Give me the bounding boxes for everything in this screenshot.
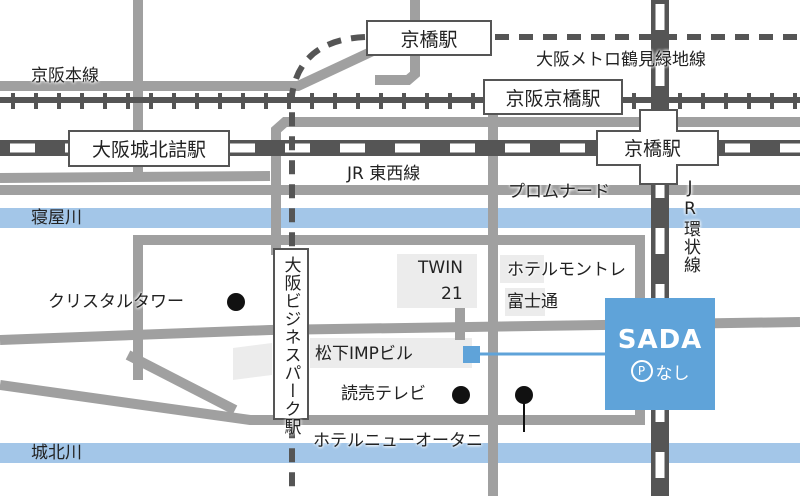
twin21-label-2: 21 [441, 284, 463, 304]
rail-tick [770, 93, 774, 109]
jr-tozai-line-label: JR 東西線 [347, 164, 421, 184]
yomiuri-tv-label: 読売テレビ [341, 384, 426, 404]
twin21-label-1: TWIN [418, 258, 463, 278]
hotel-monterey-building [500, 255, 544, 283]
rail-tick [218, 93, 222, 109]
rail-tick [264, 93, 268, 109]
hotel-new-otani-marker [515, 386, 533, 404]
subway-line-label: 大阪メトロ鶴見緑地線 [536, 50, 706, 70]
subway-line [289, 34, 800, 496]
destination-name: SADA [617, 324, 703, 355]
keihan-line [0, 93, 800, 109]
rail-tick [632, 93, 636, 109]
jr-loop-line-label: JR環状線 [680, 178, 700, 274]
rail-tick [34, 93, 38, 109]
matsushita-imp-building [310, 338, 472, 368]
building-block [233, 343, 272, 380]
station-osakajo-kitazume[interactable]: 大阪城北詰駅 [68, 130, 230, 167]
promenade-label: プロムナード [508, 182, 610, 202]
shirokita-river-label: 城北川 [31, 443, 82, 463]
rail-tick [126, 93, 130, 109]
keihan-line-label: 京阪本線 [31, 66, 99, 86]
destination-sada[interactable]: SADA P なし [605, 298, 715, 410]
rail-tick [80, 93, 84, 109]
station-kyobashi-jr[interactable]: 京橋駅 [624, 138, 682, 160]
rail-tick [425, 93, 429, 109]
yomiuri-tv-marker [452, 386, 470, 404]
buildings [233, 254, 545, 380]
rail-tick [471, 93, 475, 109]
shirokita-river [0, 443, 800, 463]
rail-tick [724, 93, 728, 109]
matsushita-imp-label: 松下IMPビル [315, 344, 413, 364]
neya-river-label: 寝屋川 [31, 208, 82, 228]
rail-tick [379, 93, 383, 109]
neya-river [0, 208, 800, 228]
rail-tick [241, 93, 245, 109]
rail-tick [701, 93, 705, 109]
hotel-monterey-label: ホテルモントレ [507, 260, 626, 280]
parking-info: P なし [630, 359, 690, 384]
twin21-building [397, 254, 477, 308]
rail-tick [747, 93, 751, 109]
rail-tick [195, 93, 199, 109]
rail-tick [149, 93, 153, 109]
kyobashi-station-shape [596, 109, 719, 185]
rail-tick [402, 93, 406, 109]
crystal-tower-label: クリスタルタワー [48, 292, 184, 312]
jr-loop-line [651, 0, 669, 496]
rail-tick [793, 93, 797, 109]
fujitsu-building [505, 288, 545, 316]
station-obp-label: 大阪ビジネスパーク駅 [280, 256, 301, 436]
rail-track [0, 97, 800, 103]
rail-tick [57, 93, 61, 109]
rail-tick [678, 93, 682, 109]
station-keihan-kyobashi[interactable]: 京阪京橋駅 [483, 79, 623, 115]
matsushita-marker [463, 346, 480, 363]
rail-tick [103, 93, 107, 109]
parking-text: なし [655, 363, 690, 384]
rail-tick [448, 93, 452, 109]
rail-tick [172, 93, 176, 109]
hotel-new-otani-label: ホテルニューオータニ [313, 431, 483, 451]
crystal-tower-marker [227, 293, 245, 311]
station-kyobashi-subway[interactable]: 京橋駅 [366, 20, 492, 56]
rail-tick [310, 93, 314, 109]
rail-tick [11, 93, 15, 109]
fujitsu-label: 富士通 [507, 292, 558, 312]
rail-tick [356, 93, 360, 109]
rail-tick [333, 93, 337, 109]
parking-icon: P [630, 360, 653, 382]
station-obp[interactable]: 大阪ビジネスパーク駅 [273, 248, 309, 436]
